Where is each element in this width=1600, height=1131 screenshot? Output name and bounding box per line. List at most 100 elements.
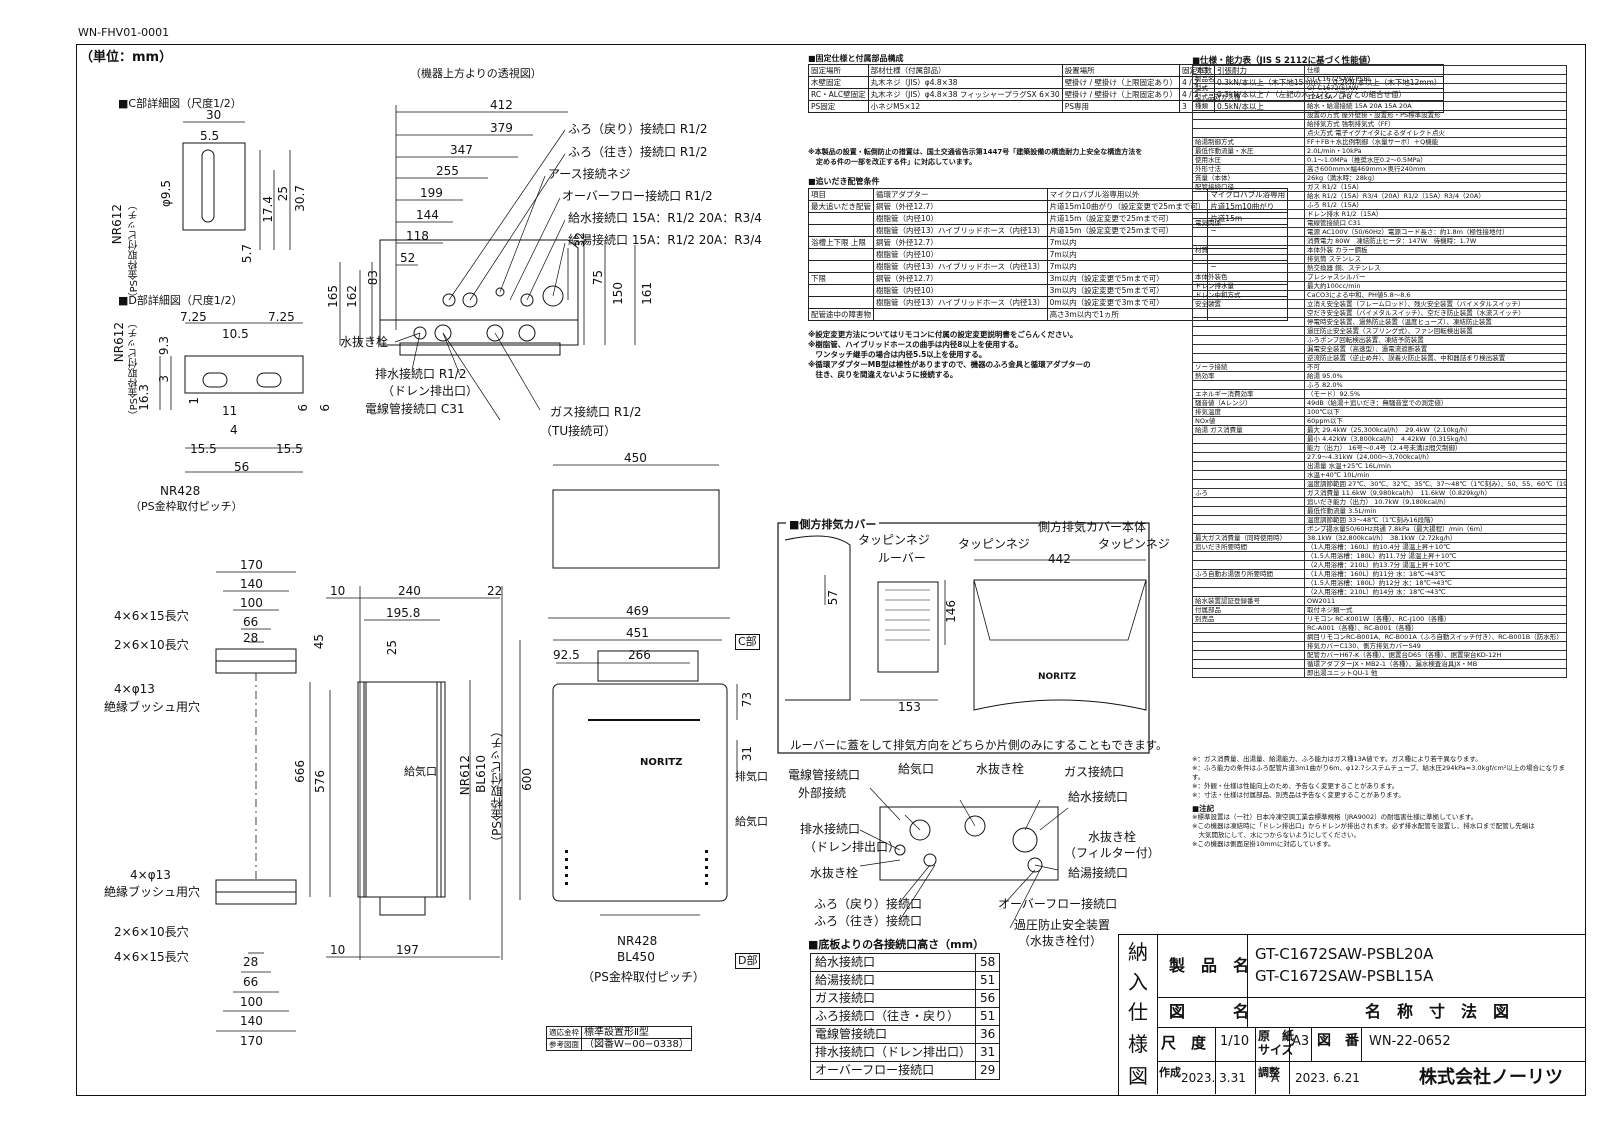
label-water-inlet: 給水接続口 15A：R1/2 20A：R3/4 xyxy=(568,211,762,225)
spec-item xyxy=(1192,119,1305,129)
bottom-label-hot-water: 給湯接続口 xyxy=(1068,866,1129,880)
side-dim-25: 25 xyxy=(385,640,399,656)
spec-value: 最大 29.4kW（25,300kcal/h） 29.4kW（2.10kg/h） xyxy=(1304,425,1567,435)
spec-value: （モード）92.5% xyxy=(1304,389,1567,399)
spec-note: ※：ガス消費量、出湯量、給湯能力、ふろ能力はガス種13A値です。ガス種により若干… xyxy=(1192,755,1482,763)
pipe-cell: 7m以内 xyxy=(1046,260,1209,273)
spec-item xyxy=(1192,641,1305,651)
height-value: 51 xyxy=(975,1007,1001,1026)
spec-value: 不可 xyxy=(1304,362,1567,372)
spec-note2: ※標準設置は（一社）日本冷凍空調工業会標準規格（JRA9002）の耐塩害仕様に準… xyxy=(1192,813,1478,821)
pipe-cell: 3m以内（設定変更で5mまで可） xyxy=(1046,284,1209,297)
title-side-char: 様 xyxy=(1128,1032,1148,1056)
spec-item xyxy=(1192,380,1305,390)
spec-value: 12A13A LPG xyxy=(1304,92,1567,102)
spec-value: 排気カバーC130、側方排気カバーS49 xyxy=(1304,641,1567,651)
front-vertical-pitch: （PS金枠取付ピッチ） xyxy=(490,725,504,848)
c-dim-30-7: 30.7 xyxy=(293,185,307,212)
pipe-cell: 銅管（外径12.7） xyxy=(873,200,1048,213)
fix-note-2: 定める件の一部を改正する件」に対応しています。 xyxy=(816,158,977,166)
fix-cell: PS固定 xyxy=(808,100,869,113)
fix-cell: 小ネジM5×12 xyxy=(867,100,1063,113)
spec-value: 温度調節範囲 33〜48℃（1℃刻み16段階） xyxy=(1304,515,1567,525)
spec-row: エネルギー消費効率（モード）92.5% xyxy=(1192,389,1567,399)
ref-label-bracket: 適応金枠 xyxy=(546,1026,582,1039)
spec-item xyxy=(1192,209,1305,219)
label-bath-supply: ふろ（往き）接続口 R1/2 xyxy=(568,145,708,159)
spec-value: 100℃以下 xyxy=(1304,407,1567,417)
fix-cell: 木壁固定 xyxy=(808,76,869,89)
pipe-cell xyxy=(808,260,874,273)
spec-note2: ※この機器は凍結時に「ドレン排出口」からドレンが排出されます。必ず排水配管を設置… xyxy=(1192,822,1535,830)
bottom-label-external: 外部接続 xyxy=(798,786,847,800)
bracket-dim-140-top: 140 xyxy=(240,577,263,591)
spec-row: 即出湯ユニットQU-1 他 xyxy=(1192,668,1567,678)
spec-value: ガス R1/2（15A） xyxy=(1304,182,1567,192)
exhaust-label-louver: ルーバー xyxy=(878,551,926,565)
spec-row: ふろ自動お湯張り所要時間（1人用浴槽：160L）約11分 水：18℃→43℃ xyxy=(1192,569,1567,579)
spec-row: 最小 4.42kW（3,800kcal/h） 4.42kW（0.315kg/h） xyxy=(1192,434,1567,444)
spec-value: 高さ600mm×幅469mm×奥行240mm xyxy=(1304,164,1567,174)
spec-row: 電気関係電線管接続口 C31 xyxy=(1192,218,1567,228)
spec-value: ふろポンプ回転検出装置、凍結予防装置 xyxy=(1304,335,1567,345)
bracket-dim-66-bottom: 66 xyxy=(243,975,259,989)
pipe-cell xyxy=(808,248,874,261)
title-side-char: 納 xyxy=(1128,940,1148,964)
spec-item xyxy=(1192,128,1305,138)
spec-row: 逆流防止装置（逆止め弁）、誤着火防止装置、中和器詰まり検出装置 xyxy=(1192,353,1567,363)
spec-row: ふろ R1/2（15A） xyxy=(1192,200,1567,210)
spec-row: ふろ 82.0% xyxy=(1192,380,1567,390)
front-vertical-nr612: NR612 xyxy=(458,755,472,796)
c-dim-5-7: 5.7 xyxy=(240,244,254,264)
bottom-label-drain-plug-right: 水抜き栓 xyxy=(1088,830,1137,844)
spec-row: （1.5人用浴槽：180L）約11.7分 湯温上昇＋10℃ xyxy=(1192,551,1567,561)
pipe-cell: 浴槽上下限 上限 xyxy=(808,236,874,249)
spec-row: 循環アダプターJX・MB2-1（各種）、漏水検査治具JX・MB xyxy=(1192,659,1567,669)
dim-144: 144 xyxy=(416,208,439,222)
bottom-label-bath-supply: ふろ（往き）接続口 xyxy=(814,914,923,928)
ref-label-drawing: 参考図面 xyxy=(546,1038,582,1051)
spec-value: 点火方式 電子イグナイタによるダイレクト点火 xyxy=(1304,128,1567,138)
title-rev-date: 2023. 6.21 xyxy=(1295,1071,1360,1085)
side-dim-197: 197 xyxy=(396,943,419,957)
drawing-frame xyxy=(76,44,1586,1096)
title-paper-value: A3 xyxy=(1292,1034,1310,1049)
height-label: 電線管接続口 xyxy=(809,1025,977,1044)
spec-value: 最低作動流量 3.5L/min xyxy=(1304,506,1567,516)
spec-row: ドレン排水 R1/2（15A） xyxy=(1192,209,1567,219)
spec-item xyxy=(1192,200,1305,210)
label-drain-plug: 水抜き栓 xyxy=(340,335,389,349)
spec-item xyxy=(1192,470,1305,480)
spec-value: 能力（出力） 16号〜0.4号（2.4号未満は間欠制御） xyxy=(1304,443,1567,453)
spec-value: ドレン排水 R1/2（15A） xyxy=(1304,209,1567,219)
spec-item: 種類 xyxy=(1192,101,1305,111)
d-dim-7-25-b: 7.25 xyxy=(268,310,295,324)
exhaust-dim-442: 442 xyxy=(1048,552,1071,566)
spec-value: 循環アダプターJX・MB2-1（各種）、漏水検査治具JX・MB xyxy=(1304,659,1567,669)
spec-row: 項目仕様 xyxy=(1192,65,1567,75)
spec-row: 配管カバーH67-K（各種）、据置台D65（各種）、据置架台KD-12H xyxy=(1192,650,1567,660)
spec-row: 種類給水・給湯接続 15A 20A 15A 20A xyxy=(1192,101,1567,111)
spec-note2: ※この機器は側面足掛10mmに対応しています。 xyxy=(1192,840,1335,848)
spec-value: FF＋FB＋水比例制御（水量サーボ）＋Q機能 xyxy=(1304,137,1567,147)
fix-header-location: 設置場所 xyxy=(1061,64,1180,77)
height-label: 給水接続口 xyxy=(809,953,977,972)
pipe-header-item: 項目 xyxy=(808,188,874,201)
pipe-cell: 片道15m（設定変更で25mまで可） xyxy=(1046,224,1209,237)
d-side-nr612: NR612 xyxy=(112,322,126,363)
spec-item: ふろ自動お湯張り所要時間 xyxy=(1192,569,1305,579)
d-dim-nr428: NR428 xyxy=(160,484,201,498)
spec-row: 給排気方式 強制排気式（FF） xyxy=(1192,119,1567,129)
pipe-note: ※樹脂管、ハイブリッドホースの曲手は内径8以上を使用する。 xyxy=(808,340,1023,349)
bracket-dim-100-bottom: 100 xyxy=(240,995,263,1009)
spec-item xyxy=(1192,524,1305,534)
spec-value: （1人用浴槽：160L）約11分 水：18℃→43℃ xyxy=(1304,569,1567,579)
spec-row: 温度調節範囲 33〜48℃（1℃刻み16段階） xyxy=(1192,515,1567,525)
spec-note: ※：ふろ能力の条件はふろ配管片道3m1曲がり6m、φ12.7システムチューブ、給… xyxy=(1192,764,1565,781)
pipe-cell: 下限 xyxy=(808,272,874,285)
title-side-column: 納 入 仕 様 図 xyxy=(1119,935,1158,1094)
pipe-note: 往き、戻りを間違えないように接続する。 xyxy=(808,370,958,379)
